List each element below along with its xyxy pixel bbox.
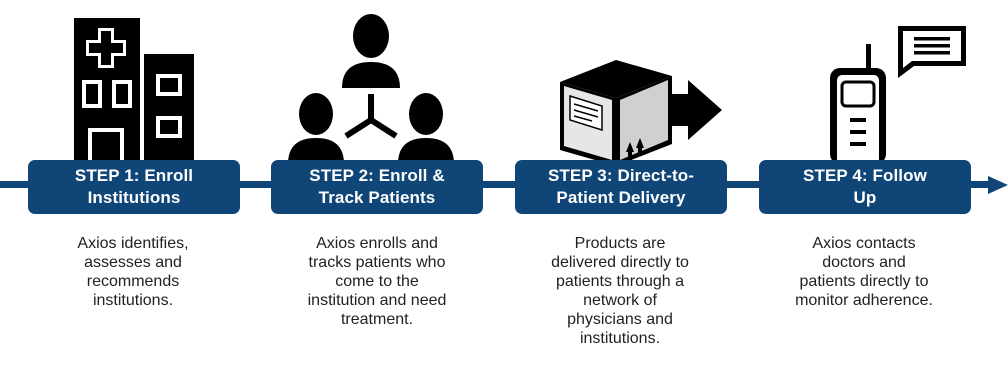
phone-message-icon [830,26,966,164]
timeline-arrowhead [988,176,1008,194]
timeline-line [0,181,990,188]
step-4-title: STEP 4: Follow Up [759,160,971,214]
step-3-title: STEP 3: Direct-to- Patient Delivery [515,160,727,214]
step-1-description: Axios identifies, assesses and recommend… [77,235,189,309]
step-2-title: STEP 2: Enroll & Track Patients [271,160,483,214]
step-1-title: STEP 1: Enroll Institutions [28,160,240,214]
hospital-icon [74,18,194,164]
package-delivery-icon [560,60,722,166]
step-2-description: Axios enrolls and tracks patients who co… [307,235,447,328]
people-network-icon [288,14,454,164]
step-3-description: Products are delivered directly to patie… [551,235,689,347]
step-4-description: Axios contacts doctors and patients dire… [795,235,933,309]
